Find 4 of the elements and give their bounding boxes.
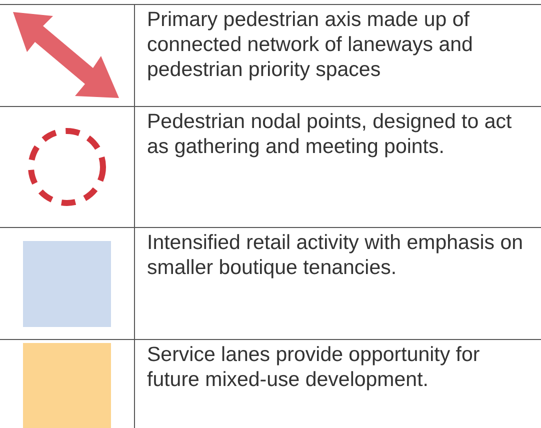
legend-text: Service lanes provide opportunity for future mixed-use development. bbox=[147, 342, 481, 392]
legend-text: Pedestrian nodal points, designed to act as gathering and meeting points. bbox=[147, 109, 513, 159]
legend-text: Intensified retail activity with emphasis on smaller boutique tenancies. bbox=[147, 230, 524, 280]
legend-text: Primary pedestrian axis made up of connected network of laneways and pedestrian priority spaces bbox=[147, 7, 474, 82]
